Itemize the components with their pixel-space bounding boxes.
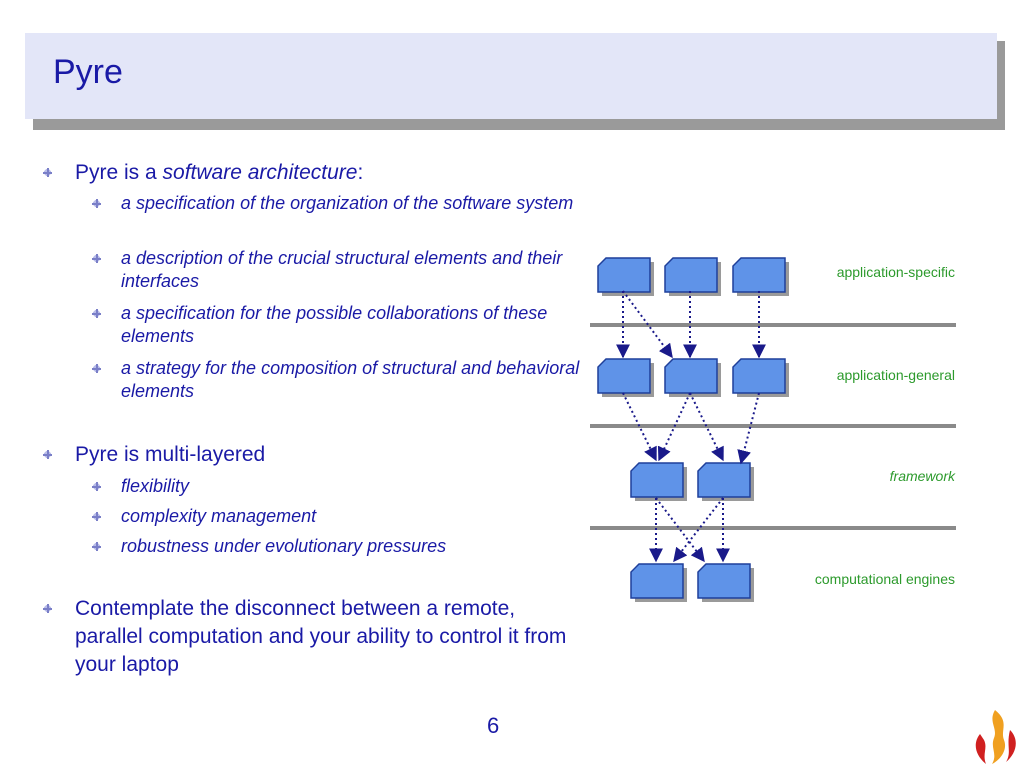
component-box xyxy=(664,257,721,296)
component-box xyxy=(664,358,721,397)
slide-title: Pyre xyxy=(53,53,123,91)
title-bar: Pyre xyxy=(25,33,997,119)
sub-bullet-icon xyxy=(92,254,101,263)
bullet-item: Pyre is multi-layered xyxy=(75,443,266,466)
sub-bullet-item: flexibility xyxy=(121,476,190,496)
dependency-arrow xyxy=(737,392,760,465)
bullet-icon xyxy=(43,450,52,459)
dependency-arrow xyxy=(622,290,673,359)
component-box xyxy=(697,563,754,602)
sub-bullet-icon xyxy=(92,542,101,551)
flame-logo-icon xyxy=(975,710,1016,764)
component-box xyxy=(630,462,687,501)
component-box xyxy=(732,358,789,397)
layer-label: framework xyxy=(889,468,955,484)
sub-bullet-item: a specification of the organization of t… xyxy=(121,193,574,213)
component-box xyxy=(697,462,754,501)
component-box xyxy=(732,257,789,296)
dependency-arrow xyxy=(673,497,724,563)
bullet-icon xyxy=(43,604,52,613)
component-box xyxy=(597,358,654,397)
bullet-item: Pyre is a software architecture: xyxy=(75,161,364,184)
sub-bullet-icon xyxy=(92,482,101,491)
dependency-arrow xyxy=(657,392,691,462)
dependency-arrow xyxy=(655,497,705,563)
layer-label: application-specific xyxy=(836,264,955,280)
bullet-emphasis: software architecture xyxy=(162,161,358,184)
sub-bullet-item: complexity management xyxy=(121,506,317,526)
sub-bullet-icon xyxy=(92,364,101,373)
component-box xyxy=(597,257,654,296)
bullet-icon xyxy=(43,168,52,177)
sub-bullet-item: robustness under evolutionary pressures xyxy=(121,536,447,556)
layer-label: computational engines xyxy=(814,571,955,587)
sub-bullet-item: a description of the crucial structural … xyxy=(121,248,563,291)
sub-bullet-icon xyxy=(92,199,101,208)
layer-label: application-general xyxy=(836,367,955,383)
layer-separator xyxy=(590,526,956,530)
sub-bullet-item: a specification for the possible collabo… xyxy=(121,303,548,346)
component-box xyxy=(630,563,687,602)
sub-bullet-item: a strategy for the composition of struct… xyxy=(121,358,580,401)
sub-bullet-icon xyxy=(92,512,101,521)
layer-separator xyxy=(590,323,956,327)
bullet-item: Contemplate the disconnect between a rem… xyxy=(75,597,567,676)
page-number: 6 xyxy=(487,713,500,738)
sub-bullet-icon xyxy=(92,309,101,318)
layer-separator xyxy=(590,424,956,428)
